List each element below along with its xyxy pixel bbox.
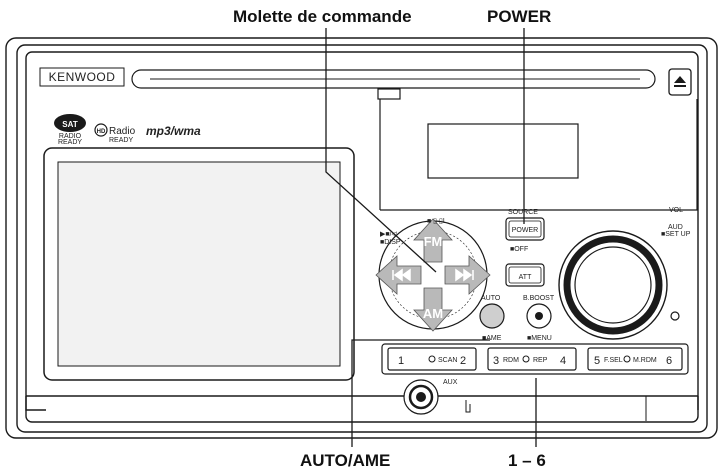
svg-text:SCAN: SCAN [438, 357, 457, 364]
svg-text:RDM: RDM [503, 357, 519, 364]
svg-text:SOURCE: SOURCE [508, 209, 538, 216]
svg-text:3: 3 [493, 355, 499, 367]
power-button-group: SOURCE POWER ■OFF [505, 209, 545, 253]
reset-button[interactable] [670, 311, 680, 321]
svg-text:2: 2 [460, 355, 466, 367]
preset-3-4-button[interactable]: 3 RDM REP 4 [487, 347, 577, 371]
svg-text:FM: FM [424, 234, 443, 249]
format-logo: mp3/wma [146, 124, 201, 138]
callout-presets: 1 – 6 [508, 451, 546, 470]
hd-radio-logo: HD Radio READY [94, 123, 136, 144]
svg-text:ATT: ATT [519, 274, 532, 281]
next-track-arrow[interactable] [444, 255, 491, 295]
att-button[interactable]: ATT [505, 263, 545, 287]
leader-auto-ame [351, 339, 490, 447]
bboost-button[interactable]: B.BOOST ■MENU [523, 295, 555, 342]
preset-1-2-button[interactable]: 1 SCAN 2 [387, 347, 477, 371]
rewind-icon [392, 268, 411, 282]
svg-text:AUD: AUD [668, 224, 683, 231]
svg-text:AM: AM [423, 306, 443, 321]
svg-text:1: 1 [398, 355, 404, 367]
svg-text:■AME: ■AME [482, 335, 502, 342]
sub-display-panel [379, 99, 698, 211]
svg-text:VOL: VOL [669, 207, 683, 214]
svg-text:M.RDM: M.RDM [633, 357, 657, 364]
svg-text:RADIO: RADIO [59, 133, 82, 140]
disp-label: ■DISP [380, 239, 401, 246]
fm-up-arrow[interactable]: FM [413, 218, 453, 263]
preset-bar: 1 SCAN 2 3 RDM REP 4 5 F.SEL M.RDM 6 [381, 343, 689, 375]
svg-text:■ ▯ ▯L: ■ ▯ ▯L [427, 218, 447, 225]
volume-knob[interactable] [558, 230, 668, 340]
svg-text:HD: HD [97, 129, 106, 135]
svg-text:■MENU: ■MENU [527, 335, 552, 342]
display-screen [43, 147, 355, 381]
power-button[interactable]: POWER [505, 217, 545, 241]
svg-text:4: 4 [560, 355, 566, 367]
control-knob[interactable]: FM AM ■DISP ■ ▯ ▯L ▶■/◁ [375, 218, 491, 332]
brand-logo: KENWOOD [39, 67, 125, 87]
eject-icon [674, 76, 686, 83]
svg-text:POWER: POWER [512, 227, 538, 234]
svg-text:READY: READY [109, 137, 133, 144]
sat-radio-logo: SAT RADIO READY [54, 114, 86, 146]
callout-control-knob: Molette de commande [233, 7, 412, 26]
svg-text:■SET UP: ■SET UP [661, 231, 691, 238]
svg-text:SAT: SAT [62, 120, 78, 129]
auto-button[interactable]: AUTO ■AME [479, 295, 505, 342]
faceplate [5, 37, 718, 439]
svg-text:B.BOOST: B.BOOST [523, 295, 555, 302]
svg-text:▶■/◁: ▶■/◁ [380, 231, 398, 238]
svg-text:READY: READY [58, 139, 82, 146]
preset-5-6-button[interactable]: 5 F.SEL M.RDM 6 [587, 347, 683, 371]
callout-leaders [325, 28, 537, 447]
eject-button[interactable] [668, 68, 692, 96]
svg-text:■OFF: ■OFF [510, 246, 528, 253]
svg-text:5: 5 [594, 355, 600, 367]
svg-text:REP: REP [533, 357, 548, 364]
leader-control-knob [325, 28, 437, 273]
svg-text:6: 6 [666, 355, 672, 367]
prev-track-arrow[interactable] [375, 255, 422, 295]
brand-text: KENWOOD [49, 70, 116, 84]
svg-text:AUTO: AUTO [481, 295, 501, 302]
fast-forward-icon [455, 268, 474, 282]
disc-slot[interactable] [131, 69, 656, 100]
aux-jack[interactable]: AUX [403, 379, 458, 415]
svg-text:AUX: AUX [443, 379, 458, 386]
am-down-arrow[interactable]: AM [413, 287, 453, 332]
svg-text:Radio: Radio [109, 126, 136, 137]
callout-power: POWER [487, 7, 552, 26]
callout-auto-ame: AUTO/AME [300, 451, 391, 470]
svg-text:F.SEL: F.SEL [604, 357, 623, 364]
